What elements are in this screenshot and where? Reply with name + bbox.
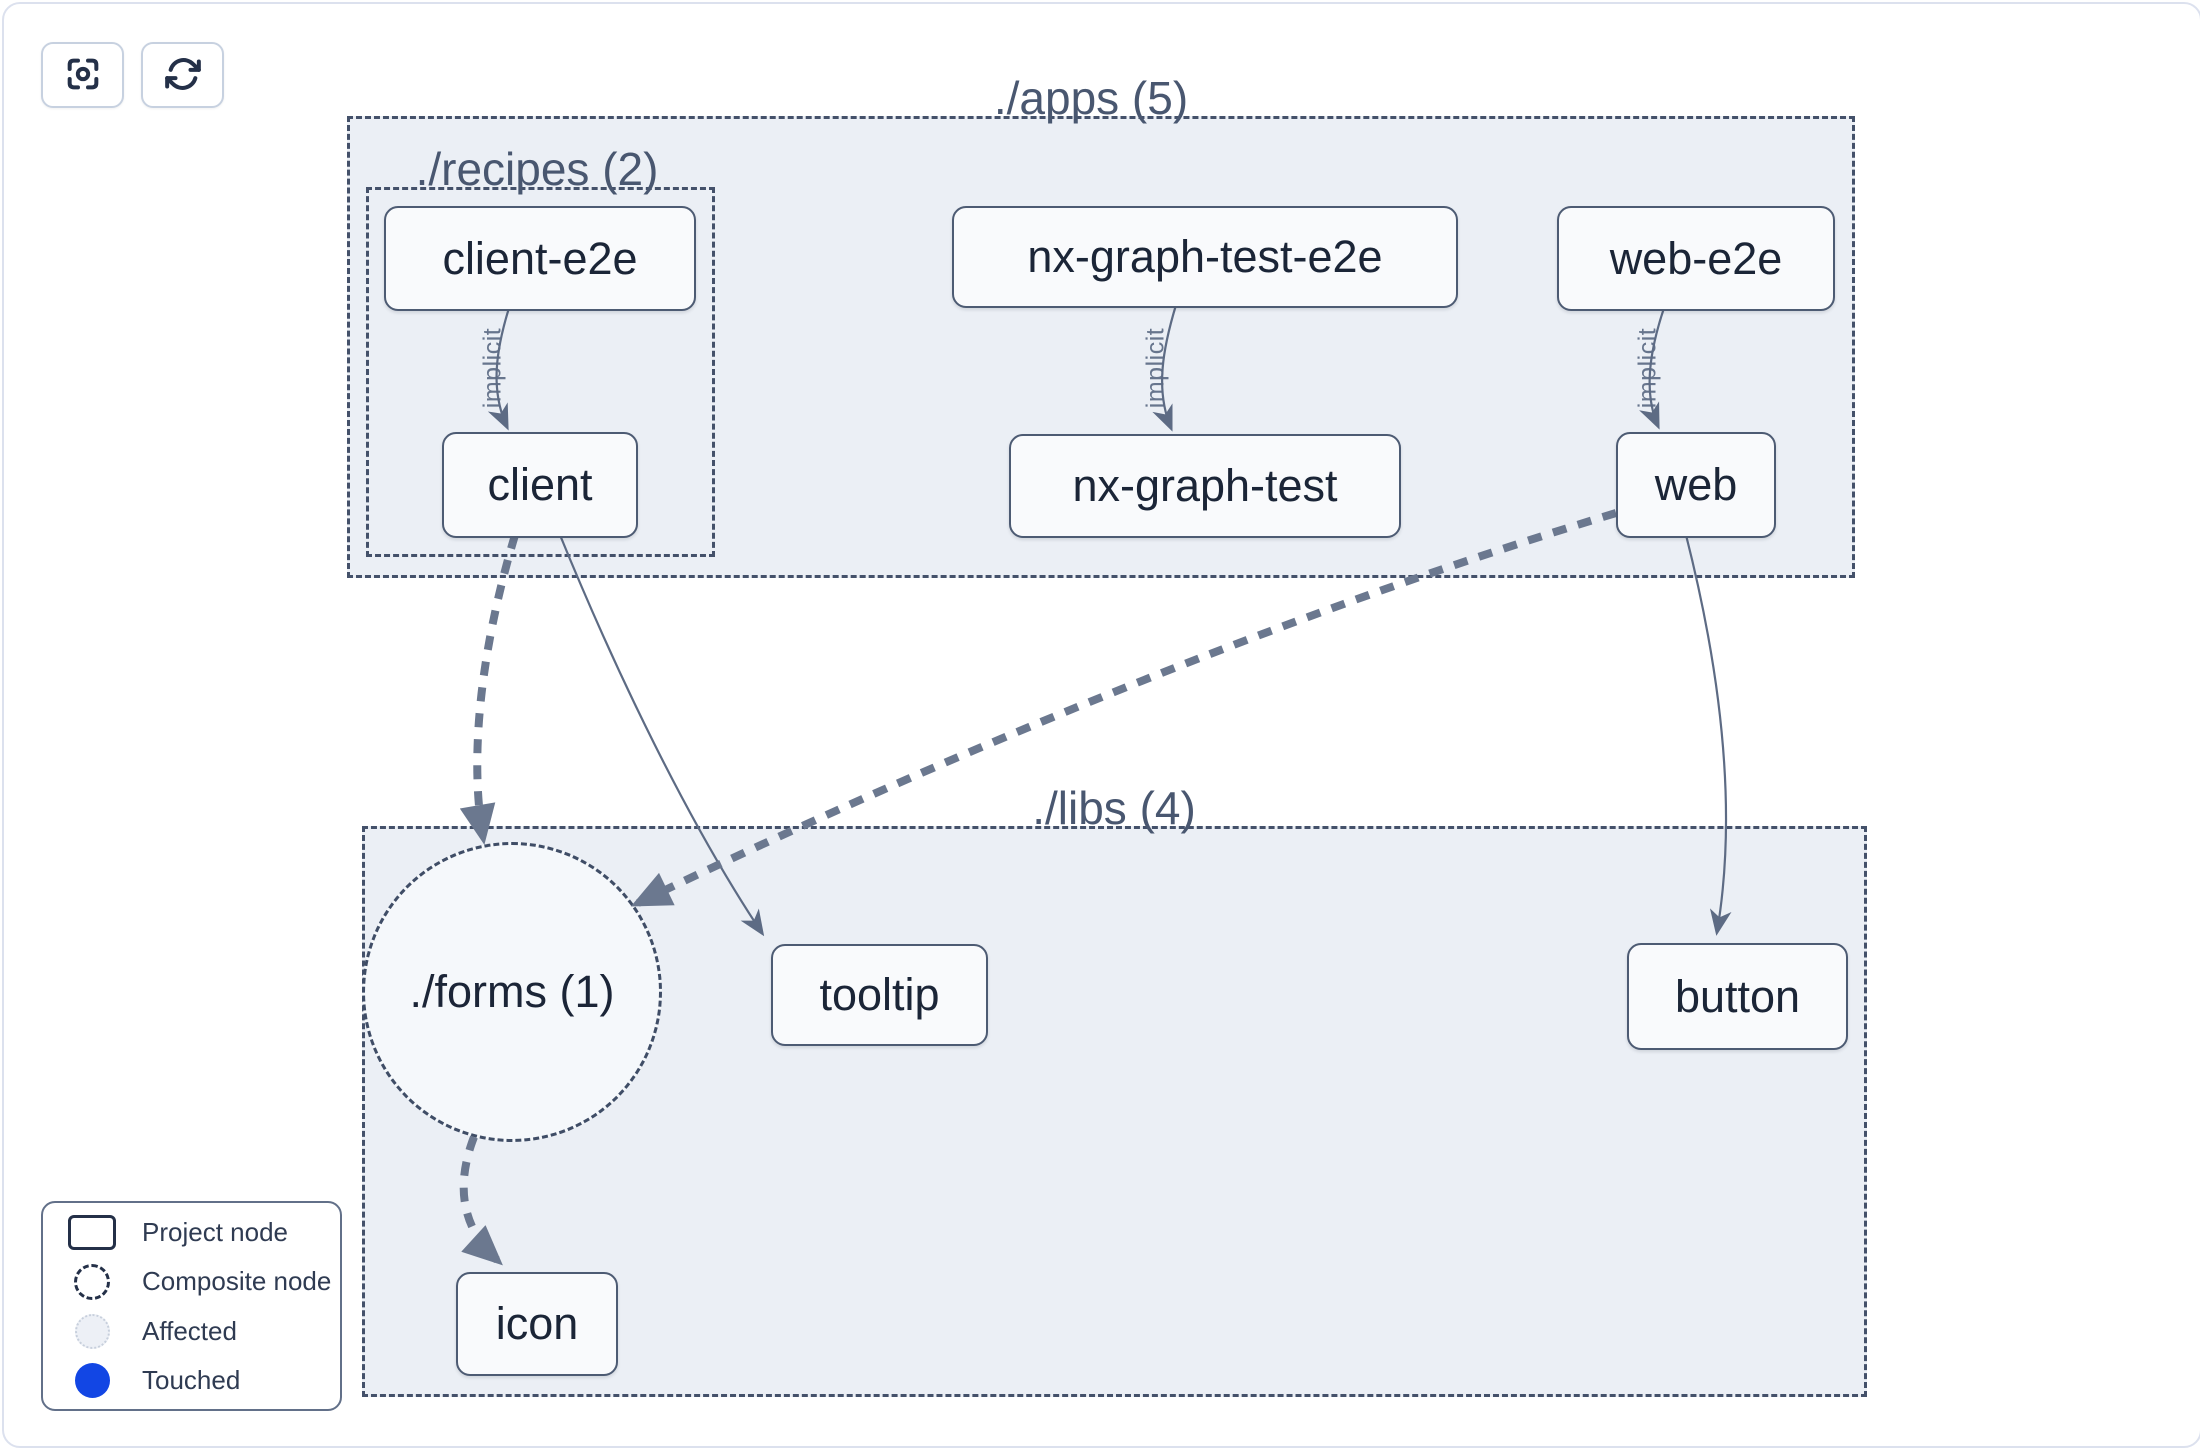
legend-label: Composite node <box>142 1266 332 1296</box>
node-label: client <box>487 459 593 510</box>
legend: Project node Composite node Affected Tou… <box>41 1201 342 1411</box>
group-label-libs: ./libs (4) <box>1032 782 1196 834</box>
edge-label-implicit: implicit <box>1633 327 1662 409</box>
node-web-e2e[interactable]: web-e2e <box>1557 206 1835 311</box>
edge-label-implicit: implicit <box>478 327 507 409</box>
node-nx-graph-test[interactable]: nx-graph-test <box>1009 434 1401 538</box>
focus-button[interactable] <box>41 42 124 108</box>
refresh-button[interactable] <box>141 42 224 108</box>
node-label: icon <box>495 1298 579 1349</box>
legend-label: Touched <box>142 1364 241 1395</box>
legend-label: Affected <box>142 1315 237 1346</box>
refresh-cycle-icon <box>163 54 203 97</box>
group-label-apps: ./apps (5) <box>993 72 1189 124</box>
legend-row-touched: Touched <box>68 1362 340 1398</box>
group-recipes <box>366 187 715 557</box>
node-label: client-e2e <box>442 232 638 284</box>
node-web[interactable]: web <box>1616 432 1776 538</box>
node-tooltip[interactable]: tooltip <box>771 944 988 1046</box>
group-label-recipes: ./recipes (2) <box>415 143 659 195</box>
node-button[interactable]: button <box>1627 943 1848 1050</box>
affected-dotted-circle-icon <box>68 1313 116 1349</box>
node-nx-graph-test-e2e[interactable]: nx-graph-test-e2e <box>952 206 1458 308</box>
composite-node-label: ./forms (1) <box>409 966 615 1017</box>
legend-label: Project node <box>142 1216 288 1247</box>
node-label: web-e2e <box>1609 232 1783 284</box>
node-icon[interactable]: icon <box>456 1272 618 1376</box>
composite-node-dashed-circle-icon <box>68 1263 116 1300</box>
node-label: nx-graph-test <box>1072 460 1338 511</box>
focus-crosshair-icon <box>63 54 103 97</box>
touched-solid-circle-icon <box>68 1362 116 1398</box>
project-node-rect-icon <box>68 1214 116 1250</box>
node-client-e2e[interactable]: client-e2e <box>384 206 696 311</box>
node-client[interactable]: client <box>442 432 638 538</box>
legend-row-composite-node: Composite node <box>68 1263 340 1300</box>
node-label: nx-graph-test-e2e <box>1027 231 1383 282</box>
edge-client-to-forms <box>459 533 519 845</box>
composite-node-forms[interactable]: ./forms (1) <box>362 842 662 1142</box>
legend-row-project-node: Project node <box>68 1214 340 1250</box>
node-label: web <box>1654 459 1738 510</box>
node-label: button <box>1674 970 1801 1022</box>
node-label: tooltip <box>819 969 940 1020</box>
legend-row-affected: Affected <box>68 1313 340 1349</box>
edge-label-implicit: implicit <box>1141 327 1170 409</box>
